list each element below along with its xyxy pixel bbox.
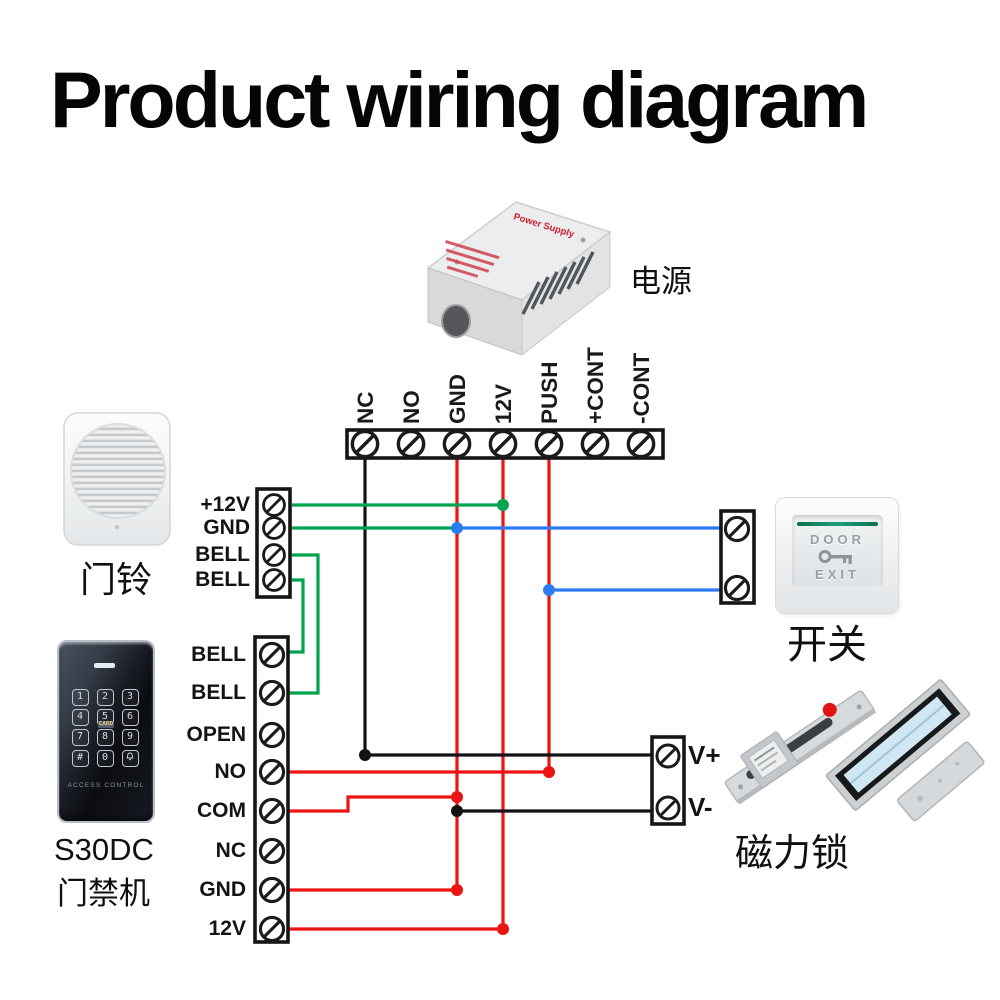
psu-terminal-label: NC <box>353 392 378 425</box>
junction-12v-ctrl <box>497 923 509 935</box>
keypad-card-tag: CARD <box>98 721 114 728</box>
bolt-lock-image <box>724 690 877 805</box>
controller-terminal-label: 12V <box>208 917 246 940</box>
junction-push-exit <box>543 584 555 596</box>
exit-button-image: DOOR EXIT <box>775 497 899 614</box>
keypad-key-bell <box>121 749 139 767</box>
controller-terminal-label: COM <box>197 799 246 822</box>
psu-terminal-label: GND <box>445 374 470 424</box>
doorbell-grille <box>71 424 165 518</box>
keypad-key-0: 0 <box>96 749 114 767</box>
keypad-key-7: 7 <box>71 728 89 746</box>
exit-exit-text: EXIT <box>815 567 860 582</box>
controller-label: 门禁机 <box>57 876 150 911</box>
psu-cable-hole <box>441 304 471 338</box>
psu-terminal-label: NO <box>399 390 424 424</box>
psu-terminal-label: 12V <box>491 384 516 424</box>
power-supply-image: Power Supply <box>426 201 612 357</box>
doorbell-terminal-label: +12V <box>200 493 250 516</box>
keypad-key-3: 3 <box>121 688 139 706</box>
access-keypad-image: 1 2 3 4 5 6 7 8 9 # 0 CARD ACCESS CONTRO… <box>57 640 155 823</box>
psu-terminal-label: +CONT <box>583 347 608 424</box>
exit-button-green-strip <box>797 522 878 526</box>
exit-button-label: 开关 <box>787 623 867 667</box>
controller-model: S30DC <box>54 832 154 867</box>
psu-fine-print <box>445 240 500 278</box>
keypad-key-8: 8 <box>96 728 114 746</box>
junction-12v-bell <box>497 499 509 511</box>
doorbell-terminal-label: BELL <box>195 543 250 566</box>
bell-key-icon <box>126 752 134 761</box>
junction-gnd-bell-exit <box>451 522 463 534</box>
bolt-lock-red-knob <box>822 702 837 717</box>
doorbell-terminal-label: BELL <box>195 568 250 591</box>
keypad-led-window <box>94 663 115 668</box>
junction-com-gnd <box>451 791 463 803</box>
controller-terminal-label: BELL <box>191 643 246 666</box>
doorbell-image <box>63 412 171 546</box>
junction-nc-vplus <box>359 749 371 761</box>
psu-vent-slots <box>521 251 595 315</box>
controller-terminal-label: BELL <box>191 681 246 704</box>
psu-terminal-label: -CONT <box>629 353 654 424</box>
wire-bell-outer <box>289 553 320 695</box>
doorbell-terminal-label: GND <box>203 516 250 539</box>
wire-bell-inner <box>289 578 305 654</box>
key-icon <box>818 550 852 564</box>
lock-terminal-label: V- <box>688 792 713 822</box>
controller-terminal-label: NO <box>214 760 247 783</box>
maglock-image <box>825 679 971 811</box>
controller-terminal-label: OPEN <box>186 723 246 746</box>
controller-terminal-label: NC <box>215 839 246 862</box>
power-supply-label: 电源 <box>630 264 692 299</box>
junction-gnd-vminus <box>451 805 463 817</box>
psu-terminal-labels: NC NO GND 12V PUSH +CONT -CONT <box>353 347 654 424</box>
lock-label: 磁力锁 <box>735 833 850 875</box>
exit-door-text: DOOR <box>810 532 865 547</box>
wires <box>289 458 721 931</box>
keypad-brand-text: ACCESS CONTROL <box>67 782 145 789</box>
junction-no-push <box>543 766 555 778</box>
exit-button-face: DOOR EXIT <box>792 515 883 588</box>
page-title: Product wiring diagram <box>50 55 869 144</box>
doorbell-label: 门铃 <box>80 559 153 600</box>
keypad-key-1: 1 <box>71 688 89 706</box>
controller-terminal-label: GND <box>199 878 246 901</box>
keypad-key-9: 9 <box>121 728 139 746</box>
keypad-key-2: 2 <box>96 688 114 706</box>
keypad-key-4: 4 <box>71 708 89 726</box>
psu-terminal-label: PUSH <box>537 361 562 424</box>
wire-nc-to-vplus <box>363 458 652 757</box>
keypad-key-6: 6 <box>121 708 139 726</box>
keypad-key-hash: # <box>71 749 89 767</box>
lock-terminal-label: V+ <box>688 740 721 770</box>
maglock-armature-image <box>897 741 985 822</box>
junction-dots <box>359 499 555 935</box>
wire-com-to-gnd <box>289 795 457 813</box>
junction-gnd-ctrl <box>451 884 463 896</box>
